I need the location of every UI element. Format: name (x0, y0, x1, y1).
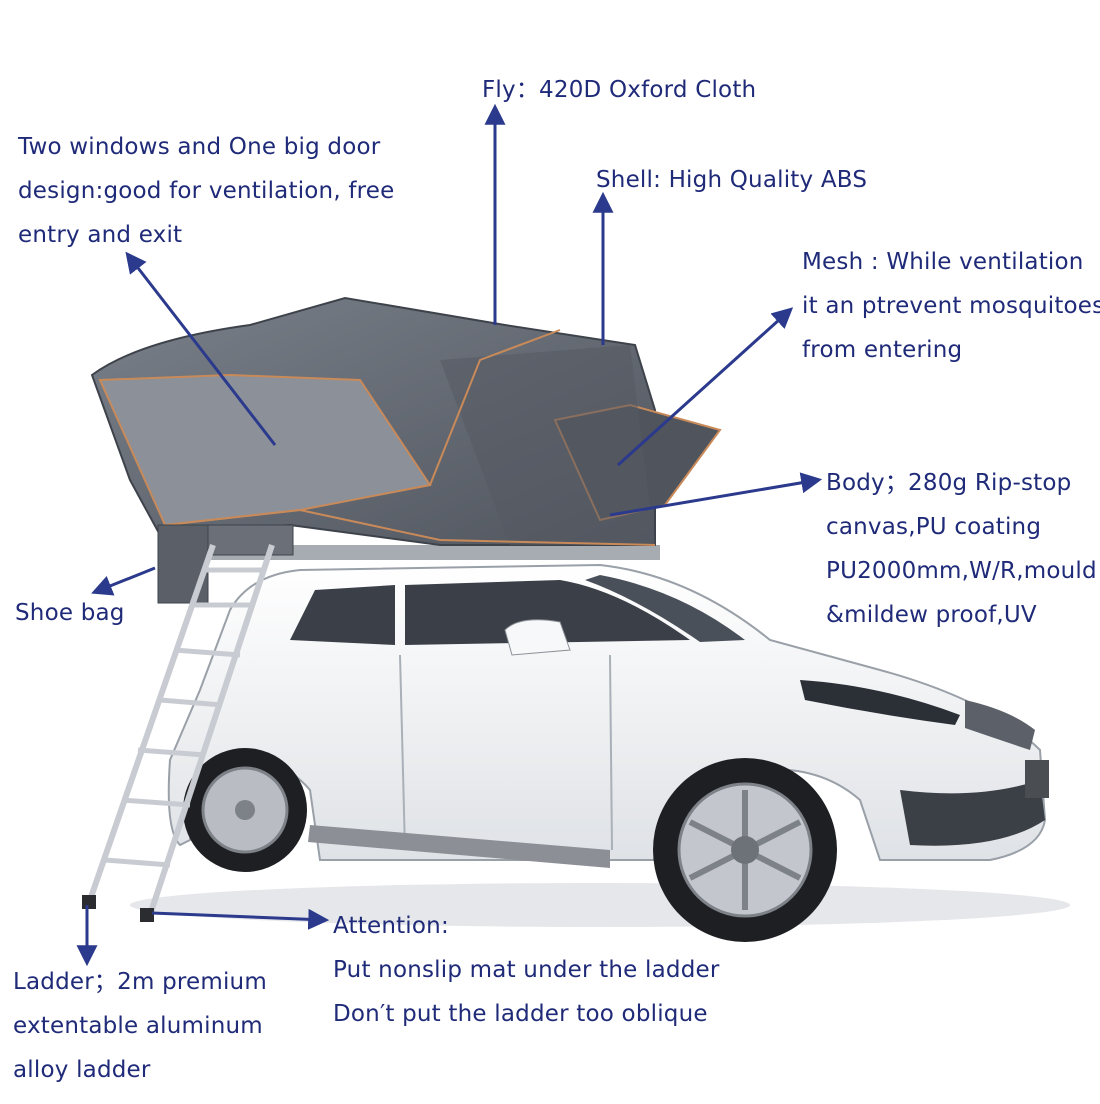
label-windows-line: Two windows and One big door (18, 134, 381, 160)
label-windows: Two windows and One big door design:good… (18, 125, 395, 257)
label-attention: Attention: Put nonslip mat under the lad… (333, 904, 720, 1036)
label-mesh-line: from entering (802, 337, 963, 363)
rooftop-tent (90, 296, 722, 604)
arrow-body (609, 472, 823, 517)
telescopic-ladder (82, 544, 275, 922)
tent-shoe-bag (157, 524, 209, 604)
label-body: Body；280g Rip-stop canvas,PU coating PU2… (826, 461, 1097, 637)
side-step (308, 825, 610, 868)
label-body-line: Body；280g Rip-stop (826, 470, 1072, 496)
label-ladder-line: extentable aluminum (13, 1013, 263, 1039)
label-shell: Shell: High Quality ABS (596, 158, 867, 202)
label-mesh-line: Mesh : While ventilation (802, 249, 1084, 275)
car-shadow (130, 883, 1070, 927)
label-mesh-line: it an ptrevent mosquitoes (802, 293, 1100, 319)
tent-hard-shell (440, 345, 655, 545)
arrow-windows (125, 251, 277, 446)
front-bumper (900, 780, 1045, 846)
label-attention-line: Attention: (333, 913, 449, 939)
label-attention-line: Put nonslip mat under the ladder (333, 957, 720, 983)
label-windows-line: design:good for ventilation, free (18, 178, 395, 204)
label-mesh: Mesh : While ventilation it an ptrevent … (802, 240, 1100, 372)
car-windshield (585, 575, 745, 642)
label-fly-text: Fly：420D Oxford Cloth (482, 77, 757, 103)
label-ladder-line: alloy ladder (13, 1057, 151, 1083)
label-body-line: canvas,PU coating (826, 514, 1042, 540)
arrow-attention (151, 908, 330, 930)
label-shell-text: Shell: High Quality ABS (596, 167, 868, 193)
label-shoe-bag-text: Shoe bag (15, 600, 125, 626)
arrow-shoe-bag (91, 566, 156, 596)
suv-car (130, 563, 1070, 942)
label-shoe-bag: Shoe bag (15, 591, 125, 635)
headlight (800, 680, 960, 725)
arrow-mesh (616, 307, 794, 467)
side-mirror (504, 619, 571, 656)
label-windows-line: entry and exit (18, 222, 183, 248)
license-plate (1025, 760, 1049, 798)
callout-arrows (76, 103, 823, 967)
car-window-front (405, 580, 690, 645)
label-ladder-line: Ladder；2m premium (13, 969, 267, 995)
grille (965, 700, 1035, 750)
label-body-line: &mildew proof,UV (826, 602, 1037, 628)
car-window-rear (290, 585, 395, 645)
label-attention-line: Don′t put the ladder too oblique (333, 1001, 708, 1027)
label-fly: Fly：420D Oxford Cloth (482, 68, 756, 112)
label-ladder: Ladder；2m premium extentable aluminum al… (13, 960, 267, 1092)
label-body-line: PU2000mm,W/R,mould (826, 558, 1097, 584)
